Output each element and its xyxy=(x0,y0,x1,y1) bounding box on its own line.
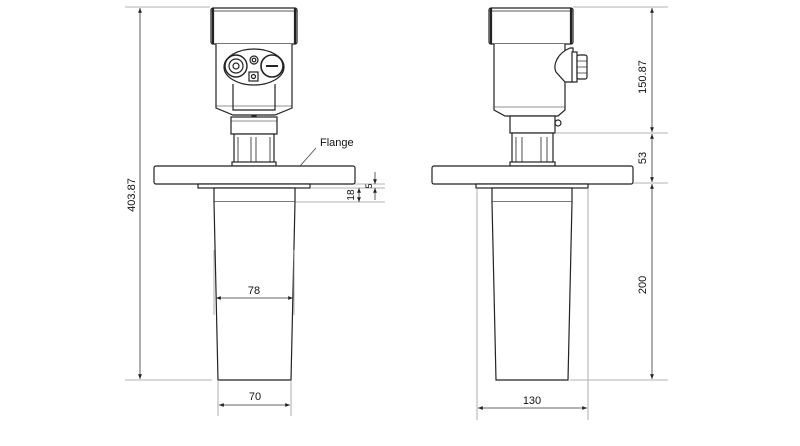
dim-horn-upper-width: 78 xyxy=(213,250,295,315)
dim-horn-bottom-width: 70 xyxy=(217,380,292,416)
dim-flange-face-width: 130 xyxy=(476,188,589,420)
adapter-neck xyxy=(230,116,278,167)
dim-housing-height-label: 150.87 xyxy=(637,60,649,94)
indicator-led-icon xyxy=(249,55,259,65)
button-left-icon xyxy=(224,54,248,78)
dim-connection-height-label: 53 xyxy=(637,152,649,164)
cable-gland-cover xyxy=(554,47,574,83)
side-horn-antenna xyxy=(491,187,573,381)
cable-gland xyxy=(571,51,588,83)
flange xyxy=(153,165,356,185)
flange-callout-label: Flange xyxy=(320,137,354,149)
housing-lid xyxy=(210,7,298,45)
dim-overall-height: 403.87 xyxy=(125,6,212,381)
side-view xyxy=(431,7,634,381)
dim-horn-upper-width-label: 78 xyxy=(248,285,260,297)
button-right-icon xyxy=(260,54,284,78)
side-housing-body xyxy=(493,44,566,117)
front-view xyxy=(153,7,356,381)
ground-screw-icon xyxy=(554,119,562,127)
config-button-icon xyxy=(248,71,259,82)
housing-body xyxy=(215,44,293,116)
dim-right-chain: 150.87 53 200 xyxy=(556,6,668,381)
dim-horn-length-label: 200 xyxy=(637,276,649,294)
dim-horn-bottom-width-label: 70 xyxy=(249,391,261,403)
side-adapter-neck xyxy=(509,115,556,167)
dim-horn-collar: 18 xyxy=(346,188,361,202)
dim-flange-step-label: 5 xyxy=(364,183,374,188)
side-housing-lid xyxy=(488,7,574,45)
dim-flange-step: 5 xyxy=(296,172,385,203)
side-flange xyxy=(431,165,634,185)
dim-horn-collar-label: 18 xyxy=(346,189,357,201)
dim-flange-face-width-label: 130 xyxy=(523,395,541,407)
dim-overall-height-label: 403.87 xyxy=(126,178,138,212)
horn-antenna xyxy=(213,187,296,381)
